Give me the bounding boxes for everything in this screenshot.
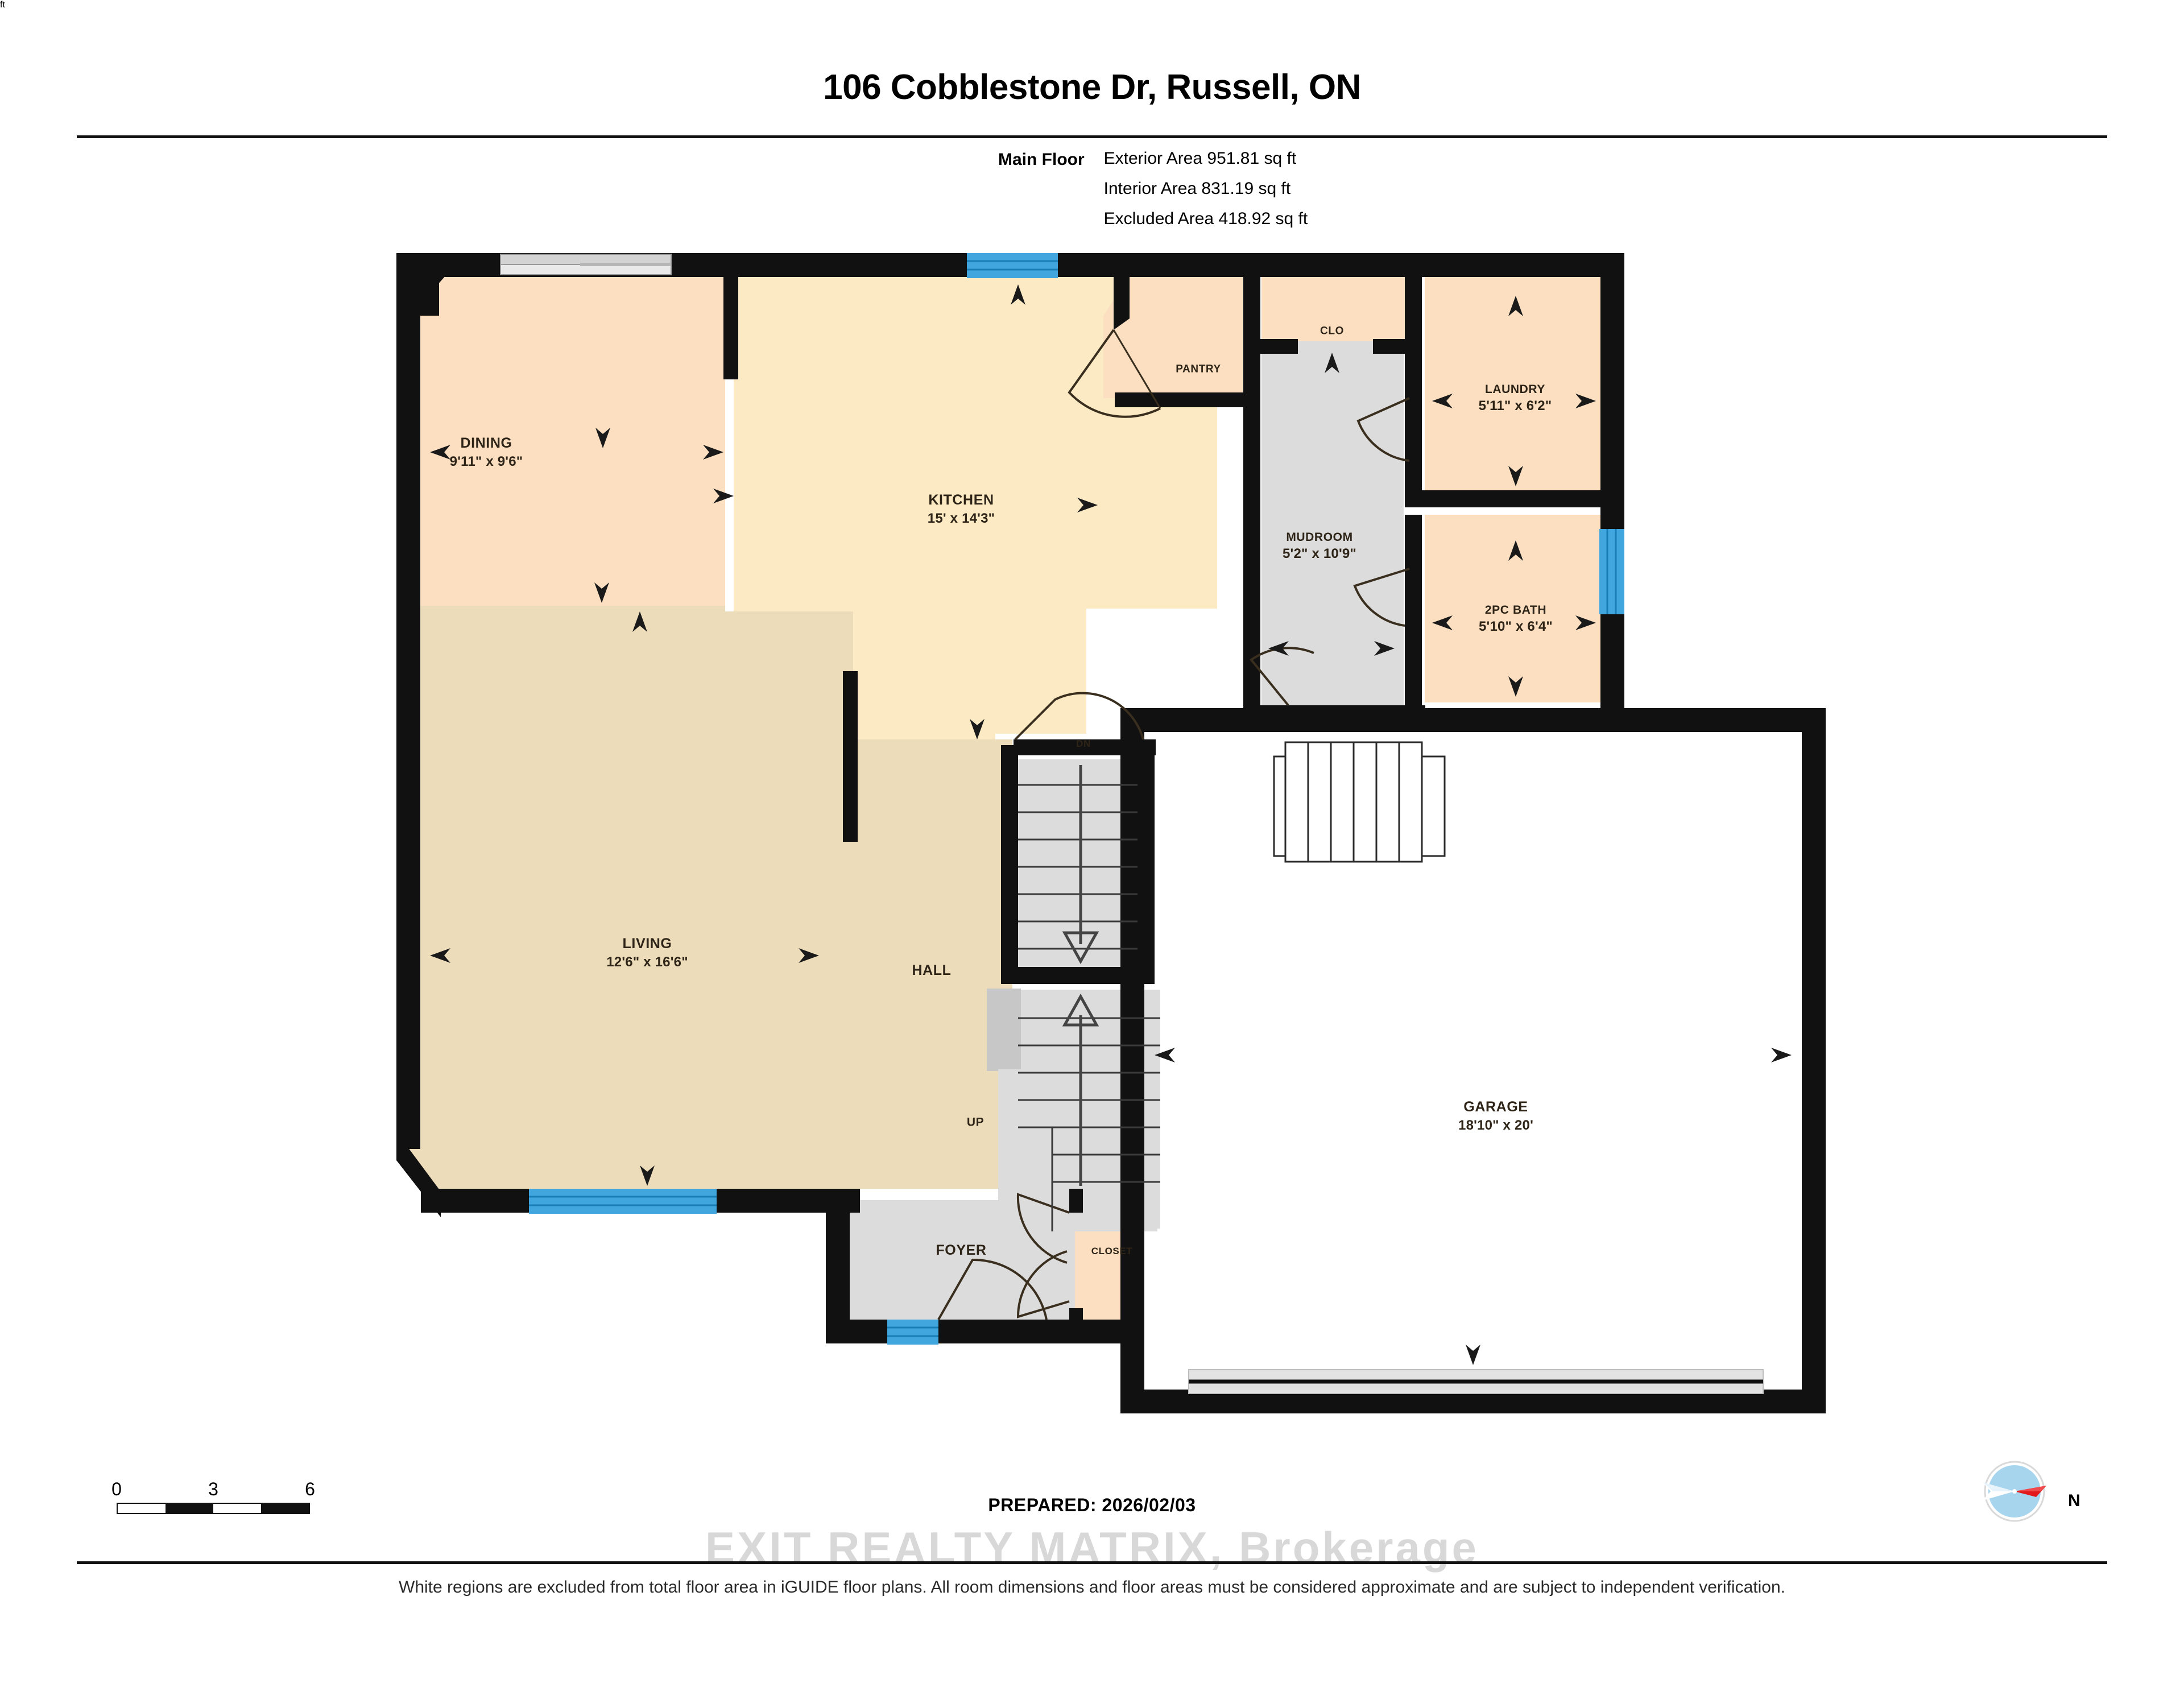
room-dimensions: 5'10" x 6'4"	[1479, 619, 1553, 635]
exterior-walls	[396, 253, 1826, 1413]
room-name: MUDROOM	[1286, 530, 1353, 544]
room-name: DINING	[460, 435, 512, 452]
interior-walls	[723, 277, 1621, 1332]
room-name: DN	[1076, 738, 1091, 749]
room-label-closet: CLOSET	[1091, 1245, 1133, 1258]
room-name: HALL	[912, 962, 952, 978]
room-name: PANTRY	[1176, 363, 1221, 375]
stair-direction-arrows	[1062, 765, 1099, 1186]
windows	[500, 253, 1764, 1394]
compass-north-label: N	[2068, 1491, 2080, 1510]
compass-icon	[1983, 1461, 2046, 1522]
room-label-hall: HALL	[912, 961, 951, 980]
header-divider	[77, 135, 2107, 138]
room-dimensions: 5'2" x 10'9"	[1283, 546, 1356, 562]
disclaimer-text: White regions are excluded from total fl…	[399, 1578, 1785, 1597]
room-dimensions: 12'6" x 16'6"	[606, 954, 688, 970]
room-dimensions: 9'11" x 9'6"	[449, 453, 523, 469]
room-label-kitchen: KITCHEN 15' x 14'3"	[928, 491, 995, 527]
door-swings	[937, 329, 1410, 1320]
room-label-living: LIVING 12'6" x 16'6"	[606, 935, 688, 971]
room-label-foyer: FOYER	[936, 1241, 986, 1260]
room-label-mudroom: MUDROOM 5'2" x 10'9"	[1283, 530, 1356, 563]
dimension-arrows	[430, 284, 1792, 1365]
room-dimensions: 5'11" x 6'2"	[1478, 398, 1552, 414]
room-label-laundry: LAUNDRY 5'11" x 6'2"	[1479, 382, 1552, 415]
exterior-area: Exterior Area 951.81 sq ft	[1103, 149, 1297, 168]
room-name: LAUNDRY	[1484, 382, 1546, 396]
room-label-bath2pc: 2PC BATH 5'10" x 6'4"	[1479, 602, 1553, 635]
scale-bar: 0 3 6	[111, 1479, 316, 1514]
area-summary: Main Floor Exterior Area 951.81 sq ft In…	[998, 149, 1308, 229]
floor-label: Main Floor	[998, 150, 1085, 169]
room-dimensions: 15' x 14'3"	[927, 510, 995, 526]
room-name: LIVING	[622, 936, 672, 952]
scale-unit-label: ft	[0, 0, 5, 10]
room-name: UP	[966, 1115, 985, 1129]
prepared-date: PREPARED: 2026/02/03	[988, 1495, 1196, 1515]
interior-area: Interior Area 831.19 sq ft	[1103, 179, 1291, 198]
scale-bar-graphic	[117, 1503, 310, 1514]
room-name: CLOSET	[1091, 1245, 1133, 1256]
scale-tick-0: 0	[111, 1479, 122, 1499]
room-name: CLO	[1320, 325, 1344, 337]
scale-tick-6: 6	[305, 1479, 315, 1499]
scale-tick-3: 3	[208, 1479, 218, 1499]
compass-rose: N	[1974, 1456, 2116, 1530]
room-label-pantry: PANTRY	[1176, 363, 1221, 377]
page-title: 106 Cobblestone Dr, Russell, ON	[823, 68, 1361, 107]
room-label-garage: GARAGE 18'10" x 20'	[1458, 1098, 1533, 1134]
room-name: KITCHEN	[928, 492, 994, 508]
excluded-area: Excluded Area 418.92 sq ft	[1103, 209, 1308, 228]
footer-divider	[77, 1561, 2107, 1564]
room-dimensions: 18'10" x 20'	[1458, 1117, 1533, 1133]
room-label-dn: DN	[1076, 738, 1091, 750]
room-name: GARAGE	[1463, 1099, 1528, 1115]
room-label-up: UP	[967, 1114, 984, 1130]
stair-treads	[1018, 784, 1160, 1231]
scale-tick-labels: 0 3 6	[111, 1479, 316, 1503]
room-label-clo: CLO	[1320, 325, 1344, 339]
room-name: 2PC BATH	[1484, 603, 1547, 617]
room-name: FOYER	[936, 1242, 987, 1258]
